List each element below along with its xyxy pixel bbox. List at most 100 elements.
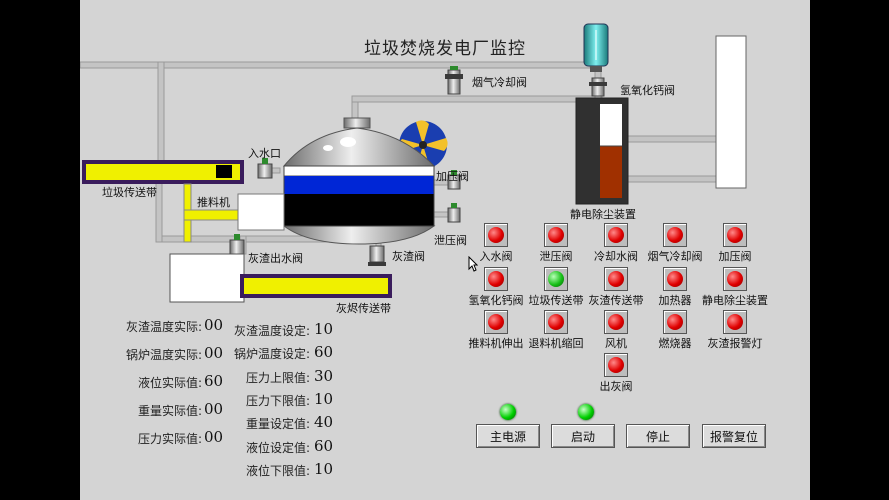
- indicator-label: 加压阀: [718, 250, 752, 263]
- actual-value-label: 重量实际值:: [137, 404, 202, 418]
- setpoint-label: 液位设定值:: [245, 440, 310, 455]
- start-button[interactable]: 启动: [551, 424, 615, 448]
- label-ca-hydroxide-valve: 氢氧化钙阀: [620, 84, 675, 97]
- setpoint-value[interactable]: 10: [314, 389, 334, 408]
- stop-button[interactable]: 停止: [626, 424, 690, 448]
- indicator-lamp[interactable]: [544, 310, 568, 334]
- actual-value: 60: [204, 372, 224, 390]
- lamp-off-icon: [608, 227, 624, 243]
- indicator-lamp[interactable]: [663, 310, 687, 334]
- actual-value-label: 压力实际值:: [137, 432, 202, 446]
- label-ash-conveyor: 灰烬传送带: [336, 302, 391, 315]
- main-power-lamp-icon: [500, 404, 516, 420]
- indicator-lamp[interactable]: [604, 223, 628, 247]
- lamp-off-icon: [667, 314, 683, 330]
- lamp-off-icon: [608, 357, 624, 373]
- indicator-label: 烟气冷却阀: [647, 250, 703, 263]
- indicator-label: 氢氧化钙阀: [468, 294, 524, 307]
- indicator-label: 燃烧器: [658, 337, 692, 350]
- hmi-screen: 垃圾焚烧发电厂监控 烟气冷却阀 氢氧化钙阀 入水口 加压阀 泄压阀 灰渣出水阀 …: [80, 0, 810, 500]
- lamp-off-icon: [488, 227, 504, 243]
- lime-dosing-tank: [583, 23, 609, 72]
- indicator-label: 退料机缩回: [528, 337, 584, 350]
- process-diagram: [80, 23, 747, 303]
- label-pressurize-valve: 加压阀: [436, 170, 469, 183]
- setpoint-label: 压力上限值:: [245, 370, 310, 385]
- actual-value-label: 灰渣温度实际:: [125, 320, 202, 334]
- lamp-off-icon: [608, 271, 624, 287]
- lamp-off-icon: [727, 314, 743, 330]
- indicator-lamp[interactable]: [663, 267, 687, 291]
- lamp-off-icon: [548, 314, 564, 330]
- page-title: 垃圾焚烧发电厂监控: [364, 39, 526, 59]
- valve-water-inlet[interactable]: [257, 158, 273, 179]
- valve-ca-hydroxide[interactable]: [589, 77, 607, 97]
- indicator-lamp[interactable]: [484, 267, 508, 291]
- indicator-label: 出灰阀: [599, 380, 633, 393]
- lamp-off-icon: [608, 314, 624, 330]
- start-lamp-icon: [578, 404, 594, 420]
- indicator-lamp[interactable]: [604, 353, 628, 377]
- actual-value-label: 锅炉温度实际:: [125, 348, 202, 362]
- valve-flue-gas-cooling[interactable]: [445, 66, 463, 95]
- waste-conveyor: [82, 160, 244, 184]
- indicator-label: 灰渣报警灯: [707, 337, 763, 350]
- indicator-label: 冷却水阀: [594, 250, 638, 263]
- setpoint-label: 重量设定值:: [245, 417, 310, 432]
- label-relief-valve: 泄压阀: [434, 234, 467, 247]
- label-ash-drain-valve: 灰渣出水阀: [248, 252, 303, 265]
- incinerator-boiler: [282, 117, 436, 245]
- setpoint-value[interactable]: 60: [314, 436, 334, 455]
- indicator-label: 垃圾传送带: [528, 294, 584, 307]
- valve-pressurize[interactable]: [447, 170, 461, 190]
- lamp-off-icon: [727, 271, 743, 287]
- actual-value: 00: [204, 316, 224, 334]
- lamp-off-icon: [488, 271, 504, 287]
- actual-value: 00: [204, 344, 224, 362]
- label-waste-conveyor: 垃圾传送带: [102, 186, 157, 199]
- actual-value: 00: [204, 400, 224, 418]
- indicator-lamp[interactable]: [723, 267, 747, 291]
- indicator-label: 泄压阀: [539, 250, 573, 263]
- setpoint-value[interactable]: 10: [314, 459, 334, 478]
- setpoint-label: 锅炉温度设定:: [233, 347, 310, 362]
- indicator-label: 静电除尘装置: [702, 294, 768, 307]
- indicator-label: 推料机伸出: [468, 337, 524, 350]
- indicator-lamp[interactable]: [484, 310, 508, 334]
- setpoint-value[interactable]: 40: [314, 413, 334, 432]
- indicator-lamp[interactable]: [663, 223, 687, 247]
- setpoint-label: 液位下限值:: [245, 463, 310, 478]
- mouse-cursor-icon: [468, 256, 478, 272]
- indicator-lamp[interactable]: [723, 310, 747, 334]
- label-ash-valve: 灰渣阀: [392, 250, 425, 263]
- indicator-label: 加热器: [658, 294, 692, 307]
- indicator-lamp[interactable]: [723, 223, 747, 247]
- chimney: [715, 35, 747, 189]
- setpoint-value[interactable]: 10: [314, 320, 334, 338]
- valve-relief[interactable]: [447, 203, 461, 223]
- label-flue-gas-cooling-valve: 烟气冷却阀: [472, 76, 527, 89]
- esp-unit: [575, 97, 629, 205]
- alarm-reset-button[interactable]: 报警复位: [702, 424, 766, 448]
- setpoint-label: 灰渣温度设定:: [233, 324, 310, 338]
- label-pusher: 推料机: [197, 196, 230, 209]
- setpoint-value[interactable]: 30: [314, 366, 334, 385]
- indicator-lamp[interactable]: [484, 223, 508, 247]
- indicator-lamp[interactable]: [604, 310, 628, 334]
- lamp-off-icon: [488, 314, 504, 330]
- indicator-label: 风机: [605, 337, 627, 350]
- actual-value: 00: [204, 428, 224, 446]
- lamp-off-icon: [667, 271, 683, 287]
- valve-ash[interactable]: [368, 245, 386, 266]
- indicator-lamp[interactable]: [544, 267, 568, 291]
- label-water-inlet: 入水口: [248, 147, 281, 160]
- main-power-button[interactable]: 主电源: [476, 424, 540, 448]
- label-esp: 静电除尘装置: [570, 208, 636, 221]
- setpoint-value[interactable]: 60: [314, 343, 334, 362]
- indicator-lamp[interactable]: [604, 267, 628, 291]
- indicator-lamp[interactable]: [544, 223, 568, 247]
- lamp-off-icon: [548, 227, 564, 243]
- actual-value-label: 液位实际值:: [137, 376, 202, 390]
- pusher: [183, 183, 285, 243]
- setpoint-label: 压力下限值:: [245, 393, 310, 408]
